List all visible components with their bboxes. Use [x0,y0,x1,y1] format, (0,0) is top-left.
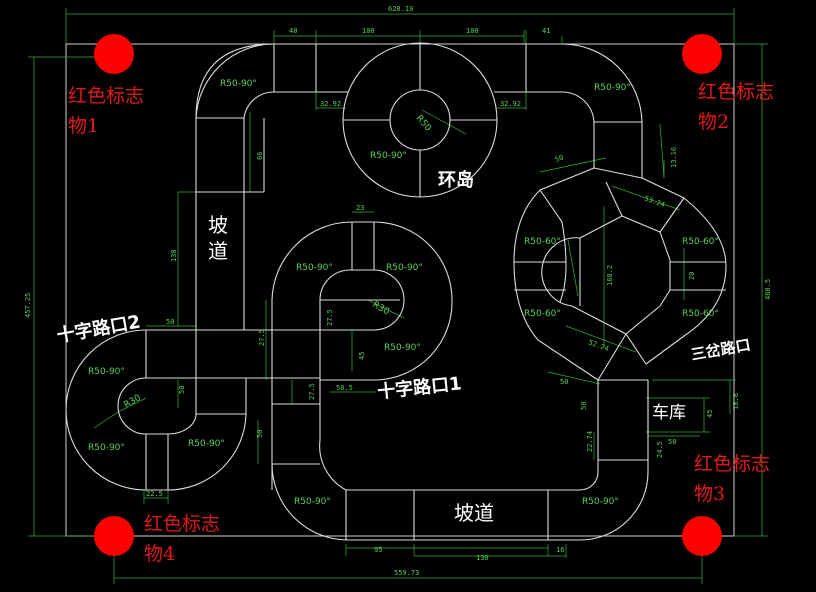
red-marker-4 [94,516,134,556]
radius-label: R50-60° [682,237,719,247]
radius-label: R50-90° [594,83,631,93]
radius-label: R50 [414,114,433,134]
dim-16: 16 [556,546,564,554]
marker-1-line2: 物1 [68,115,99,137]
label-ramp-bottom: 坡道 [454,501,494,525]
dim-45-garage: 45 [706,410,714,418]
dim-53-24: 53.24 [643,194,666,209]
radius-label: R50-90° [188,439,225,449]
marker-2-line2: 物2 [698,111,729,133]
outer-boundary [65,43,735,537]
label-cross-2: 十字路口2 [55,311,142,347]
dim-27-5c: 27.5 [308,383,316,400]
dim-50-5: 50.5 [336,384,353,392]
dim-50-right: 50 [580,402,588,410]
radius-label: R50-60° [524,237,561,247]
radius-label: R50-90° [88,367,125,377]
dim-41: 41 [542,27,550,35]
radius-label: R50-90° [296,263,333,273]
radius-label: R50-90° [88,443,125,453]
red-marker-3 [682,516,722,556]
label-ramp-left-1: 坡 [208,213,228,237]
dim-100a: 100 [362,27,375,35]
radius-label: R50-90° [582,497,619,507]
marker-3-line1: 红色标志 [694,453,770,475]
dim-50-fork-top: 50 [554,153,565,163]
radius-label: R50-60° [524,309,561,319]
dim-50-left: 50 [166,318,174,326]
label-cross-1: 十字路口1 [376,372,462,403]
dim-24-5: 24.5 [656,441,664,458]
dim-50-bottom: 50 [178,386,186,394]
dim-32-92a: 32.92 [320,100,341,108]
label-ramp-left-2: 道 [208,239,228,263]
marker-4-line2: 物4 [144,543,175,565]
label-fork: 三岔路口 [690,336,752,364]
dim-66: 66 [256,152,264,160]
dim-130: 130 [170,249,178,262]
radius-label: R50-90° [386,263,423,273]
dim-18-8: 18.8 [732,393,740,410]
dim-50-fork-bottom: 50 [560,378,568,386]
dim-50-garage: 50 [668,438,676,446]
red-marker-2 [682,34,722,74]
red-markers [94,34,722,556]
marker-4-line1: 红色标志 [144,513,220,535]
label-roundabout: 环岛 [438,169,474,191]
dim-50-cross: 50 [256,430,264,438]
dim-40: 40 [289,27,297,35]
radius-label: R30 [123,393,144,411]
red-marker-1 [94,34,134,74]
dim-27-5b: 27.5 [258,329,266,346]
dim-100b: 100 [466,27,479,35]
radius-label: R50-90° [220,79,257,89]
dim-27-5a: 27.5 [326,309,334,326]
dim-22-5: 22.5 [146,490,163,498]
dim-13-16: 13.16 [670,147,678,168]
marker-1-line1: 红色标志 [68,85,144,107]
dim-32-92b: 32.92 [500,100,521,108]
dim-45: 45 [358,352,366,360]
track-lines [65,42,727,541]
radius-label: R50-90° [370,151,407,161]
dim-168-2: 168.2 [606,265,614,286]
dim-marker-span: 559.73 [394,569,419,577]
radius-label: R50-60° [682,309,719,319]
radius-label: R50-90° [294,497,331,507]
dim-overall-height-right: 468.5 [764,279,772,300]
dim-130-bottom: 130 [476,554,489,562]
dim-22-74: 22.74 [586,431,594,452]
dim-20: 20 [688,272,696,280]
marker-3-line2: 物3 [694,483,725,505]
dim-overall-width: 628.19 [388,5,413,13]
radius-label: R30 [371,300,392,318]
radius-label: R50-90° [384,343,421,353]
dim-overall-height-left: 457.25 [24,293,32,318]
dim-23: 23 [356,204,364,212]
marker-2-line1: 红色标志 [698,81,774,103]
dim-52-24: 52.24 [587,338,610,353]
label-garage: 车库 [652,403,686,423]
dim-95: 95 [374,546,382,554]
